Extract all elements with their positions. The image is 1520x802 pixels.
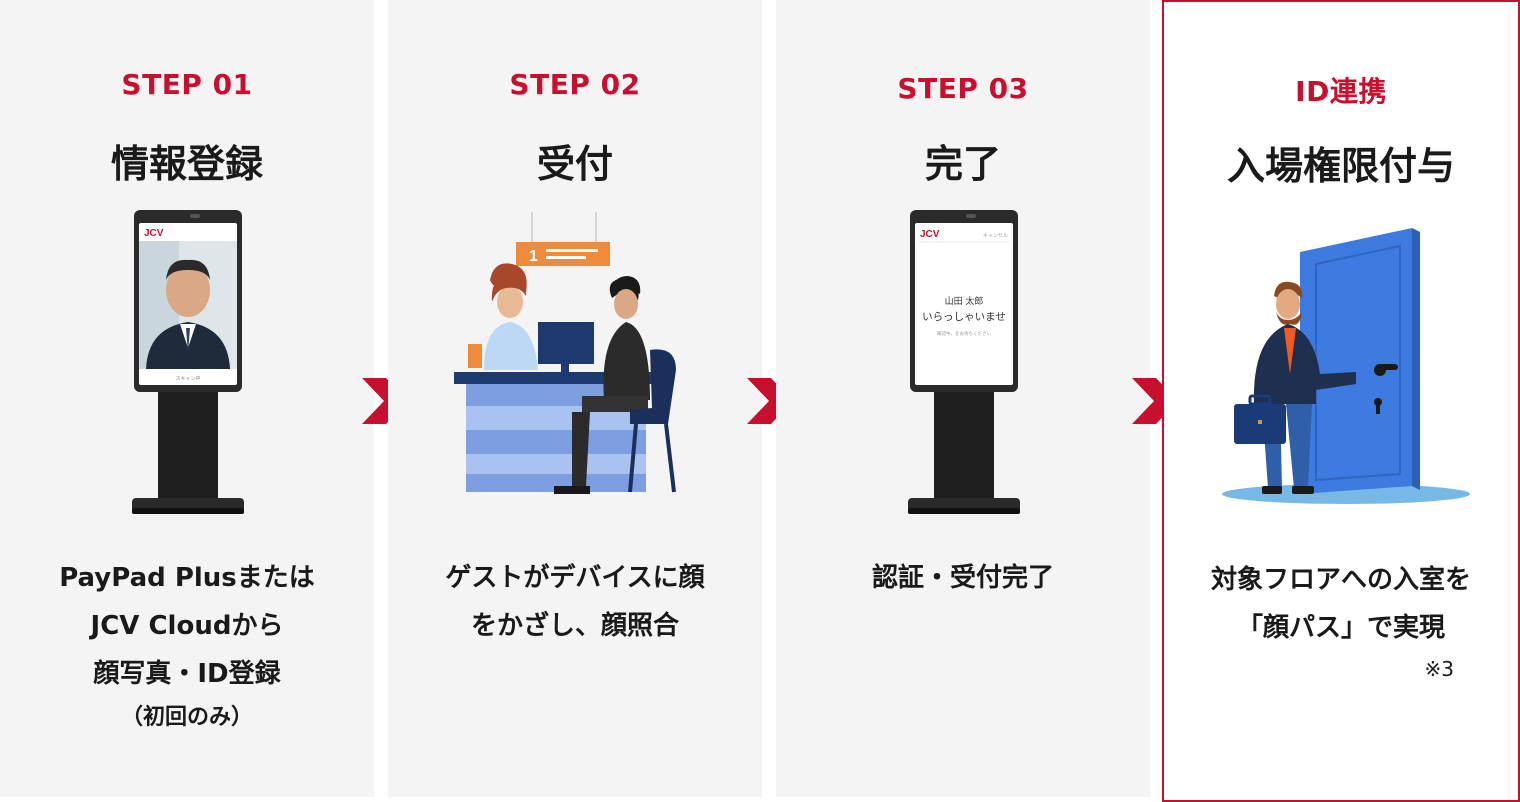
kiosk-footer-text: スキャン中 xyxy=(175,375,200,382)
step-label: STEP 01 xyxy=(121,68,253,101)
reception-desk-illustration: 1 xyxy=(454,212,676,494)
desc-line: PayPad Plusまたは xyxy=(59,563,315,593)
step-panel-1: STEP 01 情報登録 JCV スキャン中 PayPad Plusまたは JC… xyxy=(0,0,374,797)
step-title: 受付 xyxy=(536,142,613,186)
step-panel-4: ID連携 入場権限付与 対象フロアへの入室を 「顔パス」で実現 ※3 xyxy=(1162,0,1520,802)
step-label: STEP 02 xyxy=(509,68,641,101)
desc-line: ゲストがデバイスに顔 xyxy=(445,563,705,593)
desc-line: をかざし、顔照合 xyxy=(470,611,679,641)
kiosk-device-icon: JCV スキャン中 xyxy=(132,210,244,514)
kiosk-name-text: 山田 太郎 xyxy=(945,295,984,307)
step-description: 対象フロアへの入室を 「顔パス」で実現 xyxy=(1174,556,1508,652)
step-title: 情報登録 xyxy=(110,142,263,186)
step-description: ゲストがデバイスに顔 をかざし、顔照合 xyxy=(398,554,752,650)
footnote-mark: ※3 xyxy=(1424,657,1454,681)
step-description: PayPad Plusまたは JCV Cloudから 顔写真・ID登録 （初回の… xyxy=(10,554,364,738)
desc-note: （初回のみ） xyxy=(120,705,253,730)
step-panel-3: STEP 03 完了 JCV キャンセル 山田 太郎 いらっしゃいませ 確認中、… xyxy=(776,0,1150,797)
step-label: ID連携 xyxy=(1295,75,1387,108)
step-description: 認証・受付完了 xyxy=(786,554,1140,602)
step-label: STEP 03 xyxy=(897,72,1029,105)
desc-line: 対象フロアへの入室を xyxy=(1210,565,1471,595)
step-title: 完了 xyxy=(924,142,1001,186)
step-panel-2: STEP 02 受付 1 ゲストがデバ xyxy=(388,0,762,797)
desc-line: 顔写真・ID登録 xyxy=(93,659,281,689)
kiosk-greeting-text: いらっしゃいませ xyxy=(922,311,1006,323)
kiosk-logo: JCV xyxy=(144,228,164,239)
kiosk-logo: JCV xyxy=(920,229,940,240)
desc-line: 「顔パス」で実現 xyxy=(1236,613,1445,643)
kiosk-device-icon: JCV キャンセル 山田 太郎 いらっしゃいませ 確認中、をお待ちください xyxy=(908,210,1020,514)
desc-line: JCV Cloudから xyxy=(90,611,284,641)
door-entry-illustration xyxy=(1222,228,1470,504)
kiosk-sub-text: 確認中、をお待ちください xyxy=(937,330,991,337)
step-title: 入場権限付与 xyxy=(1226,144,1455,188)
desc-line: 認証・受付完了 xyxy=(871,563,1054,593)
kiosk-cancel-text: キャンセル xyxy=(983,233,1008,239)
sign-number: 1 xyxy=(529,248,538,265)
